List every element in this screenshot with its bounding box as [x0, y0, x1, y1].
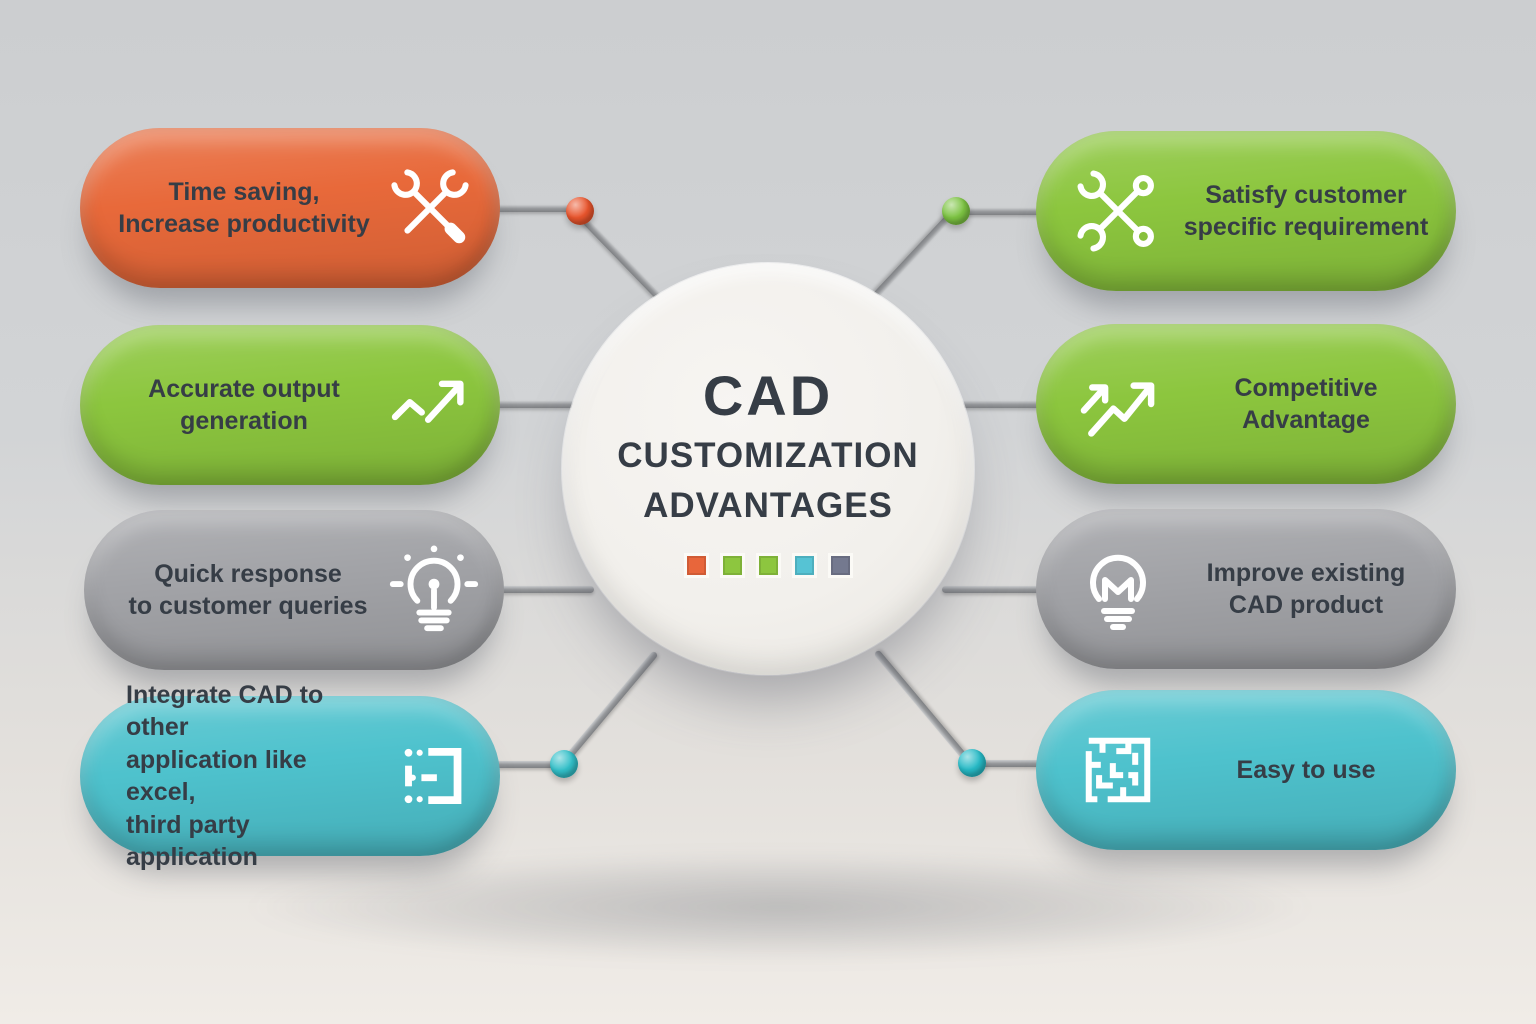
title-line-advantages: ADVANTAGES	[643, 486, 893, 525]
capsule-accurate-output: Accurate output generation	[80, 325, 500, 485]
lightbulb-wrench-icon	[1068, 539, 1168, 639]
maze-icon	[1068, 720, 1168, 820]
capsule-time-saving: Time saving, Increase productivity	[80, 128, 500, 288]
connector-bottom-left-horizontal	[494, 761, 570, 768]
connector-mid-upper-right	[946, 401, 1040, 408]
palette-square-green-1	[722, 556, 742, 575]
connector-bottom-right-diagonal	[873, 649, 973, 766]
center-circle: CAD CUSTOMIZATION ADVANTAGES	[562, 263, 974, 675]
capsule-satisfy-customer: Satisfy customer specific requirement	[1036, 131, 1456, 291]
trend-arrow-icon	[380, 355, 480, 455]
connector-bottom-left-diagonal	[559, 650, 659, 767]
capsule-label: Integrate CAD to other application like …	[126, 680, 324, 872]
connector-mid-lower-left	[494, 586, 594, 593]
integration-icon	[380, 726, 480, 826]
capsule-improve-existing: Improve existing CAD product	[1036, 509, 1456, 669]
joint-dot-top-left	[566, 197, 594, 225]
capsule-easy-to-use: Easy to use	[1036, 690, 1456, 850]
capsule-label: Accurate output generation	[148, 374, 340, 436]
growth-arrows-icon	[1068, 354, 1168, 454]
lightbulb-idea-icon	[384, 540, 484, 640]
connector-top-left-horizontal	[494, 205, 584, 212]
ground-shadow	[240, 852, 1320, 962]
connector-bottom-right-horizontal	[970, 760, 1042, 767]
joint-dot-bottom-left	[550, 750, 578, 778]
capsule-quick-response: Quick response to customer queries	[84, 510, 504, 670]
connector-mid-upper-left	[494, 401, 589, 408]
capsule-label: Competitive Advantage	[1234, 373, 1378, 435]
capsule-label: Time saving, Increase productivity	[118, 177, 370, 239]
palette-square-slate	[830, 556, 850, 575]
crossed-wrenches-icon	[1068, 161, 1168, 261]
capsule-label: Improve existing CAD product	[1206, 558, 1406, 620]
palette-square-orange	[686, 556, 706, 575]
palette-row	[686, 556, 850, 575]
capsule-competitive-advantage: Competitive Advantage	[1036, 324, 1456, 484]
joint-dot-bottom-right	[958, 749, 986, 777]
connector-mid-lower-right	[942, 586, 1040, 593]
palette-square-teal	[794, 556, 814, 575]
joint-dot-top-right	[942, 197, 970, 225]
capsule-label: Easy to use	[1236, 755, 1376, 784]
capsule-label: Quick response to customer queries	[128, 559, 368, 621]
palette-square-green-2	[758, 556, 778, 575]
connector-top-right-diagonal	[872, 209, 957, 299]
title-line-customization: CUSTOMIZATION	[617, 436, 919, 475]
title-line-cad: CAD	[702, 364, 834, 427]
connector-top-left-diagonal	[574, 210, 665, 303]
capsule-integrate-cad: Integrate CAD to other application like …	[80, 681, 500, 871]
capsule-label: Satisfy customer specific requirement	[1183, 180, 1429, 242]
connector-top-right-horizontal	[954, 208, 1040, 215]
tools-icon	[380, 158, 480, 258]
